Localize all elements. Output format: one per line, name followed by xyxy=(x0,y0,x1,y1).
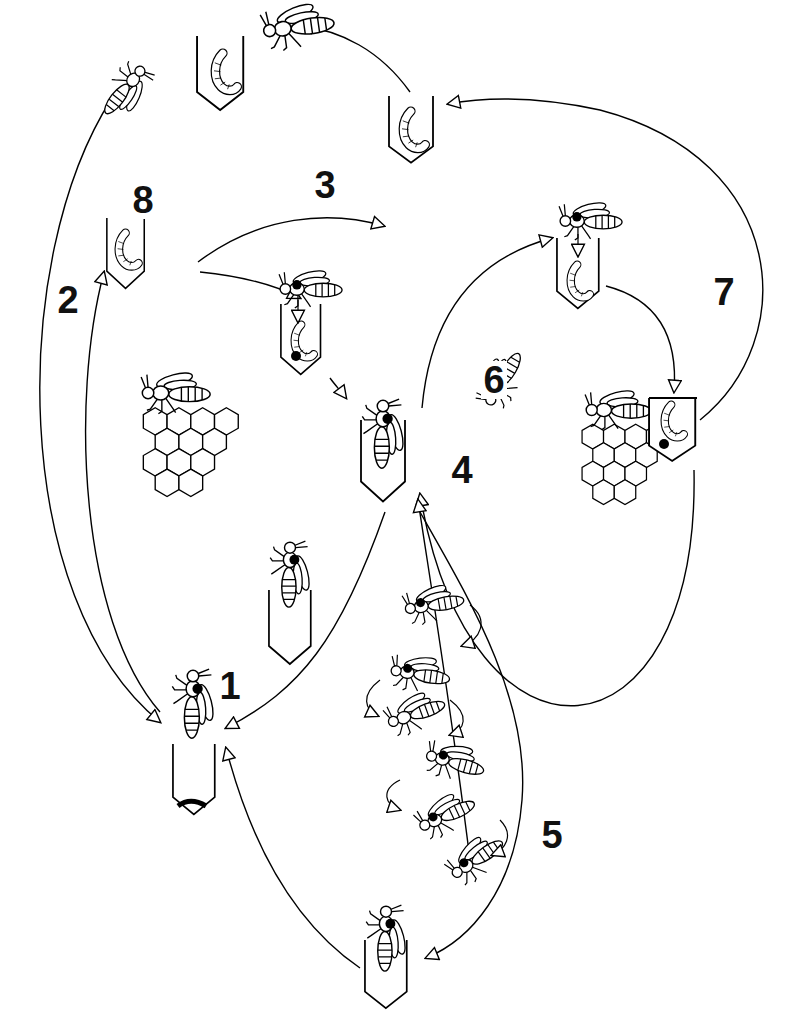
callout-number: 2 xyxy=(55,281,80,319)
callout-number: 3 xyxy=(312,166,337,204)
marked-wasp xyxy=(172,669,216,738)
marked-wasp xyxy=(270,541,312,607)
marked-wasp xyxy=(279,268,342,308)
larva xyxy=(402,111,425,148)
callout-number: 8 xyxy=(130,181,155,219)
wasp xyxy=(585,388,651,430)
larva xyxy=(178,802,206,807)
larva xyxy=(570,265,590,298)
callout-number: 1 xyxy=(217,667,242,705)
marked-wasp xyxy=(559,200,622,240)
callout-slot: 1 xyxy=(217,667,242,705)
callout-slot: 7 xyxy=(711,273,736,311)
nest-comb xyxy=(143,408,238,497)
fighting-wasps xyxy=(367,579,512,890)
callout-number: 7 xyxy=(711,273,736,311)
callout-slot: 8 xyxy=(130,181,155,219)
mark-arrow xyxy=(577,234,578,256)
callout-number: 5 xyxy=(539,816,564,854)
wasp xyxy=(141,370,210,414)
callout-slot: 5 xyxy=(539,816,564,854)
brood-cell xyxy=(281,304,321,374)
capped-cell xyxy=(649,398,697,461)
callout-number: 6 xyxy=(481,361,506,399)
brood-cell xyxy=(173,744,215,814)
larva xyxy=(118,233,139,266)
callout-slot: 2 xyxy=(55,281,80,319)
paint-mark xyxy=(291,351,301,361)
callout-slot: 6 xyxy=(481,361,506,399)
marked-wasp xyxy=(471,343,534,414)
marked-wasp xyxy=(366,905,408,971)
mark-arrow xyxy=(297,300,298,322)
callout-slot: 4 xyxy=(449,451,474,489)
cycle-arrows xyxy=(40,26,763,968)
cycle-8-figure xyxy=(93,0,337,126)
marked-wasp xyxy=(362,399,406,468)
callout-slot: 3 xyxy=(312,166,337,204)
brood-cell xyxy=(107,218,144,288)
brood-cell xyxy=(389,96,433,163)
callout-number: 4 xyxy=(449,451,474,489)
